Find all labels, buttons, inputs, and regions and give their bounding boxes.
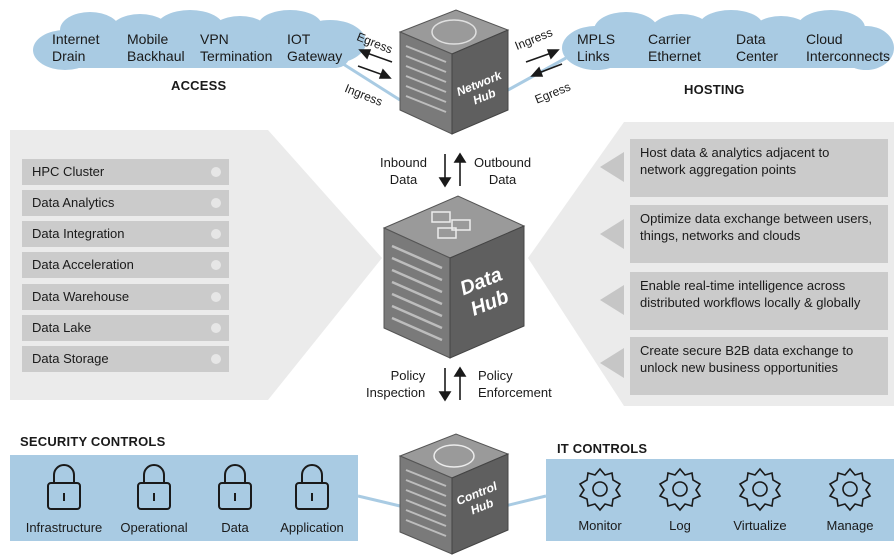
data-hub-cube — [382, 195, 526, 359]
cloud-data-center: Data Center — [736, 31, 779, 64]
security-item-data: Data — [221, 520, 249, 535]
stack-dot — [211, 323, 221, 333]
security-item-infrastructure: Infrastructure — [25, 520, 103, 535]
outbound-data-label: Outbound Data — [474, 155, 532, 187]
stack-item-data-warehouse: Data Warehouse — [22, 284, 229, 310]
stack-dot — [211, 229, 221, 239]
gear-icon — [658, 467, 702, 512]
stack-dot — [211, 198, 221, 208]
it-item-monitor: Monitor — [578, 518, 622, 533]
gear-icon — [828, 467, 872, 512]
policy-enforcement-label: Policy Enforcement — [478, 368, 552, 400]
security-controls-heading: SECURITY CONTROLS — [20, 434, 166, 449]
policy-inspection-label: Policy Inspection — [366, 368, 426, 400]
stack-dot — [211, 167, 221, 177]
benefit-secure-b2b: Create secure B2B data exchange to unloc… — [630, 337, 888, 395]
cloud-internet-drain: Internet Drain — [52, 31, 100, 64]
security-item-operational: Operational — [120, 520, 188, 535]
it-item-virtualize: Virtualize — [733, 518, 787, 533]
security-item-application: Application — [280, 520, 344, 535]
benefit-pointers — [600, 152, 624, 378]
benefit-optimize-exchange: Optimize data exchange between users, th… — [630, 205, 888, 263]
network-hub-cube — [398, 9, 510, 135]
access-heading: ACCESS — [171, 78, 227, 93]
cloud-cloud-interconnects: Cloud Interconnects — [806, 31, 891, 64]
network-hub-icon — [431, 19, 477, 45]
gear-icon — [578, 467, 622, 512]
stack-item-data-acceleration: Data Acceleration — [22, 252, 229, 278]
gear-icon — [738, 467, 782, 512]
cloud-mpls-links: MPLS Links — [577, 31, 616, 64]
network-hub-arrows — [357, 49, 563, 79]
stack-dot — [211, 260, 221, 270]
globe-icon — [433, 444, 475, 468]
lock-icon — [295, 464, 329, 510]
lock-icon — [218, 464, 252, 510]
security-to-control-line — [357, 494, 401, 508]
inbound-outbound-arrows — [438, 152, 467, 188]
access-clouds — [33, 10, 366, 70]
stack-item-data-analytics: Data Analytics — [22, 190, 229, 216]
access-to-hub-line — [339, 60, 401, 102]
benefit-host-data: Host data & analytics adjacent to networ… — [630, 139, 888, 197]
lock-icon — [47, 464, 81, 510]
it-gear-icons — [578, 467, 872, 512]
lock-icon — [137, 464, 171, 510]
data-hub-icon — [431, 211, 471, 239]
cloud-vpn-termination: VPN Termination — [200, 31, 273, 64]
it-item-log: Log — [669, 518, 691, 533]
stack-item-hpc-cluster: HPC Cluster — [22, 159, 229, 185]
cloud-carrier-ethernet: Carrier Ethernet — [648, 31, 701, 64]
hosting-heading: HOSTING — [684, 82, 745, 97]
control-hub-cube — [398, 433, 510, 555]
it-item-manage: Manage — [826, 518, 874, 533]
inbound-data-label: Inbound Data — [380, 155, 427, 187]
hosting-clouds — [562, 10, 894, 70]
stack-item-data-storage: Data Storage — [22, 346, 229, 372]
cloud-iot-gateway: IOT Gateway — [287, 31, 343, 64]
stack-item-data-integration: Data Integration — [22, 221, 229, 247]
control-to-it-line — [504, 494, 547, 508]
it-controls-heading: IT CONTROLS — [557, 441, 648, 456]
cloud-mobile-backhaul: Mobile Backhaul — [127, 31, 185, 64]
stack-item-data-lake: Data Lake — [22, 315, 229, 341]
policy-arrows — [438, 366, 467, 402]
stack-dot — [211, 292, 221, 302]
security-controls-panel — [10, 455, 358, 541]
stack-dot — [211, 354, 221, 364]
security-lock-icons — [47, 464, 329, 510]
benefit-real-time-intelligence: Enable real-time intelligence across dis… — [630, 272, 888, 330]
